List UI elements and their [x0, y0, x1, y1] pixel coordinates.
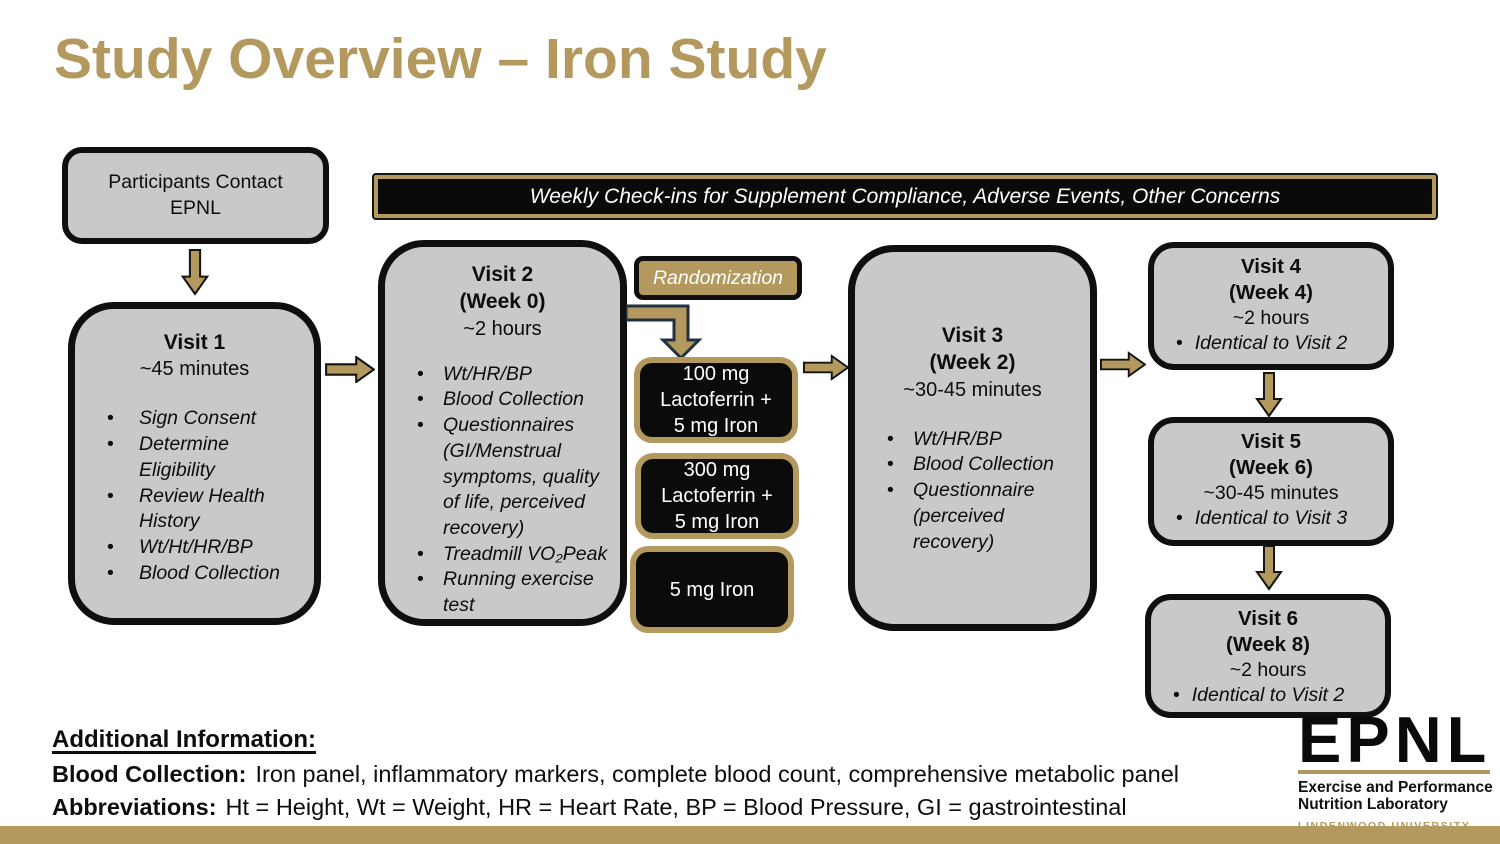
abbreviations-text: Ht = Height, Wt = Weight, HR = Heart Rat…	[225, 794, 1127, 820]
visit2-bullet: Running exercise test	[407, 567, 612, 618]
visit1-bullet: Sign Consent	[97, 406, 306, 432]
participants-contact-label: Participants Contact EPNL	[108, 171, 283, 219]
visit3-header: Visit 3 (Week 2) ~30-45 minutes	[855, 322, 1090, 403]
visit6-bullet: Identical to Visit 2	[1151, 683, 1385, 709]
visit6-week: (Week 8)	[1226, 633, 1310, 657]
visit2-box: Visit 2 (Week 0) ~2 hours Wt/HR/BP Blood…	[378, 240, 627, 626]
visit3-title: Visit 3	[941, 324, 1004, 347]
visit4-week: (Week 4)	[1229, 281, 1313, 305]
visit5-week: (Week 6)	[1229, 456, 1313, 480]
arm-300mg-box: 300 mg Lactoferrin + 5 mg Iron	[635, 453, 799, 539]
arm-300mg-label: 300 mg Lactoferrin + 5 mg Iron	[661, 459, 773, 533]
visit3-bullet: Wt/HR/BP	[877, 427, 1082, 453]
visit3-bullet: Blood Collection	[877, 452, 1082, 478]
visit1-header: Visit 1 ~45 minutes	[75, 329, 314, 382]
visit1-bullet: Determine Eligibility	[97, 432, 306, 483]
visit1-bullet: Wt/Ht/HR/BP	[97, 535, 306, 561]
visit1-bullet: Blood Collection	[97, 561, 306, 587]
visit3-week: (Week 2)	[929, 351, 1016, 375]
visit4-bullet: Identical to Visit 2	[1154, 331, 1388, 357]
visit2-title: Visit 2	[471, 263, 534, 286]
visit2-bullet: Blood Collection	[407, 387, 612, 413]
visit4-title: Visit 4	[1240, 255, 1302, 278]
blood-collection-text: Iron panel, inflammatory markers, comple…	[255, 761, 1180, 787]
visit1-bullet: Review Health History	[97, 484, 306, 535]
abbreviations-line: Abbreviations: Ht = Height, Wt = Weight, …	[52, 793, 1127, 821]
visit6-box: Visit 6 (Week 8) ~2 hours Identical to V…	[1145, 594, 1391, 718]
arrow-down-icon	[1255, 372, 1283, 418]
visit1-bullet-list: Sign Consent Determine Eligibility Revie…	[75, 406, 314, 586]
slide-bottom-bar	[0, 826, 1500, 844]
participants-contact-box: Participants Contact EPNL	[62, 147, 329, 244]
visit3-bullet: Questionnaire (perceived recovery)	[877, 478, 1082, 555]
randomization-label: Randomization	[652, 266, 784, 289]
visit4-box: Visit 4 (Week 4) ~2 hours Identical to V…	[1148, 242, 1394, 370]
weekly-checkins-banner-label: Weekly Check-ins for Supplement Complian…	[529, 184, 1281, 208]
visit2-header: Visit 2 (Week 0) ~2 hours	[385, 261, 620, 342]
visit1-title: Visit 1	[163, 331, 226, 354]
arrow-right-icon	[1100, 351, 1146, 378]
additional-info-heading: Additional Information:	[52, 726, 316, 753]
visit2-bullet-list: Wt/HR/BP Blood Collection Questionnaires…	[385, 362, 620, 619]
visit5-box: Visit 5 (Week 6) ~30-45 minutes Identica…	[1148, 417, 1394, 546]
visit2-bullet: Wt/HR/BP	[407, 362, 612, 388]
visit2-duration: ~2 hours	[463, 317, 542, 340]
epnl-logo: EPNL Exercise and Performance Nutrition …	[1298, 703, 1498, 832]
randomization-pill: Randomization	[634, 256, 802, 300]
epnl-logo-line2: Nutrition Laboratory	[1298, 796, 1448, 814]
arrow-right-icon	[803, 354, 849, 381]
visit5-bullet: Identical to Visit 3	[1154, 506, 1388, 532]
epnl-logo-line1: Exercise and Performance	[1298, 779, 1493, 796]
blood-collection-label: Blood Collection:	[52, 761, 247, 787]
visit3-box: Visit 3 (Week 2) ~30-45 minutes Wt/HR/BP…	[848, 245, 1097, 631]
arm-100mg-box: 100 mg Lactoferrin + 5 mg Iron	[634, 357, 798, 443]
arm-100mg-label: 100 mg Lactoferrin + 5 mg Iron	[660, 363, 772, 437]
visit6-title: Visit 6	[1237, 607, 1299, 630]
visit2-bullet: Treadmill VO₂Peak	[407, 542, 612, 568]
visit5-duration: ~30-45 minutes	[1203, 482, 1339, 505]
visit1-box: Visit 1 ~45 minutes Sign Consent Determi…	[68, 302, 321, 625]
page-title: Study Overview – Iron Study	[54, 27, 827, 91]
visit6-duration: ~2 hours	[1229, 659, 1307, 682]
arrow-down-icon	[1255, 545, 1283, 591]
visit3-bullet-list: Wt/HR/BP Blood Collection Questionnaire …	[855, 427, 1090, 556]
weekly-checkins-banner: Weekly Check-ins for Supplement Complian…	[374, 175, 1436, 218]
epnl-logo-rule	[1298, 770, 1490, 774]
arm-5mg-box: 5 mg Iron	[630, 546, 794, 633]
epnl-logo-acronym: EPNL	[1298, 703, 1492, 776]
arm-5mg-label: 5 mg Iron	[669, 578, 755, 601]
visit5-title: Visit 5	[1240, 430, 1302, 453]
arrow-elbow-down-icon	[626, 304, 703, 360]
arrow-down-icon	[181, 249, 209, 296]
visit2-week: (Week 0)	[459, 290, 546, 314]
visit3-duration: ~30-45 minutes	[903, 378, 1042, 401]
visit2-bullet: Questionnaires (GI/Menstrual symptoms, q…	[407, 413, 612, 542]
blood-collection-line: Blood Collection: Iron panel, inflammator…	[52, 760, 1179, 788]
abbreviations-label: Abbreviations:	[52, 794, 217, 820]
arrow-right-icon	[325, 356, 375, 383]
visit1-duration: ~45 minutes	[139, 358, 250, 381]
visit4-duration: ~2 hours	[1232, 307, 1310, 330]
